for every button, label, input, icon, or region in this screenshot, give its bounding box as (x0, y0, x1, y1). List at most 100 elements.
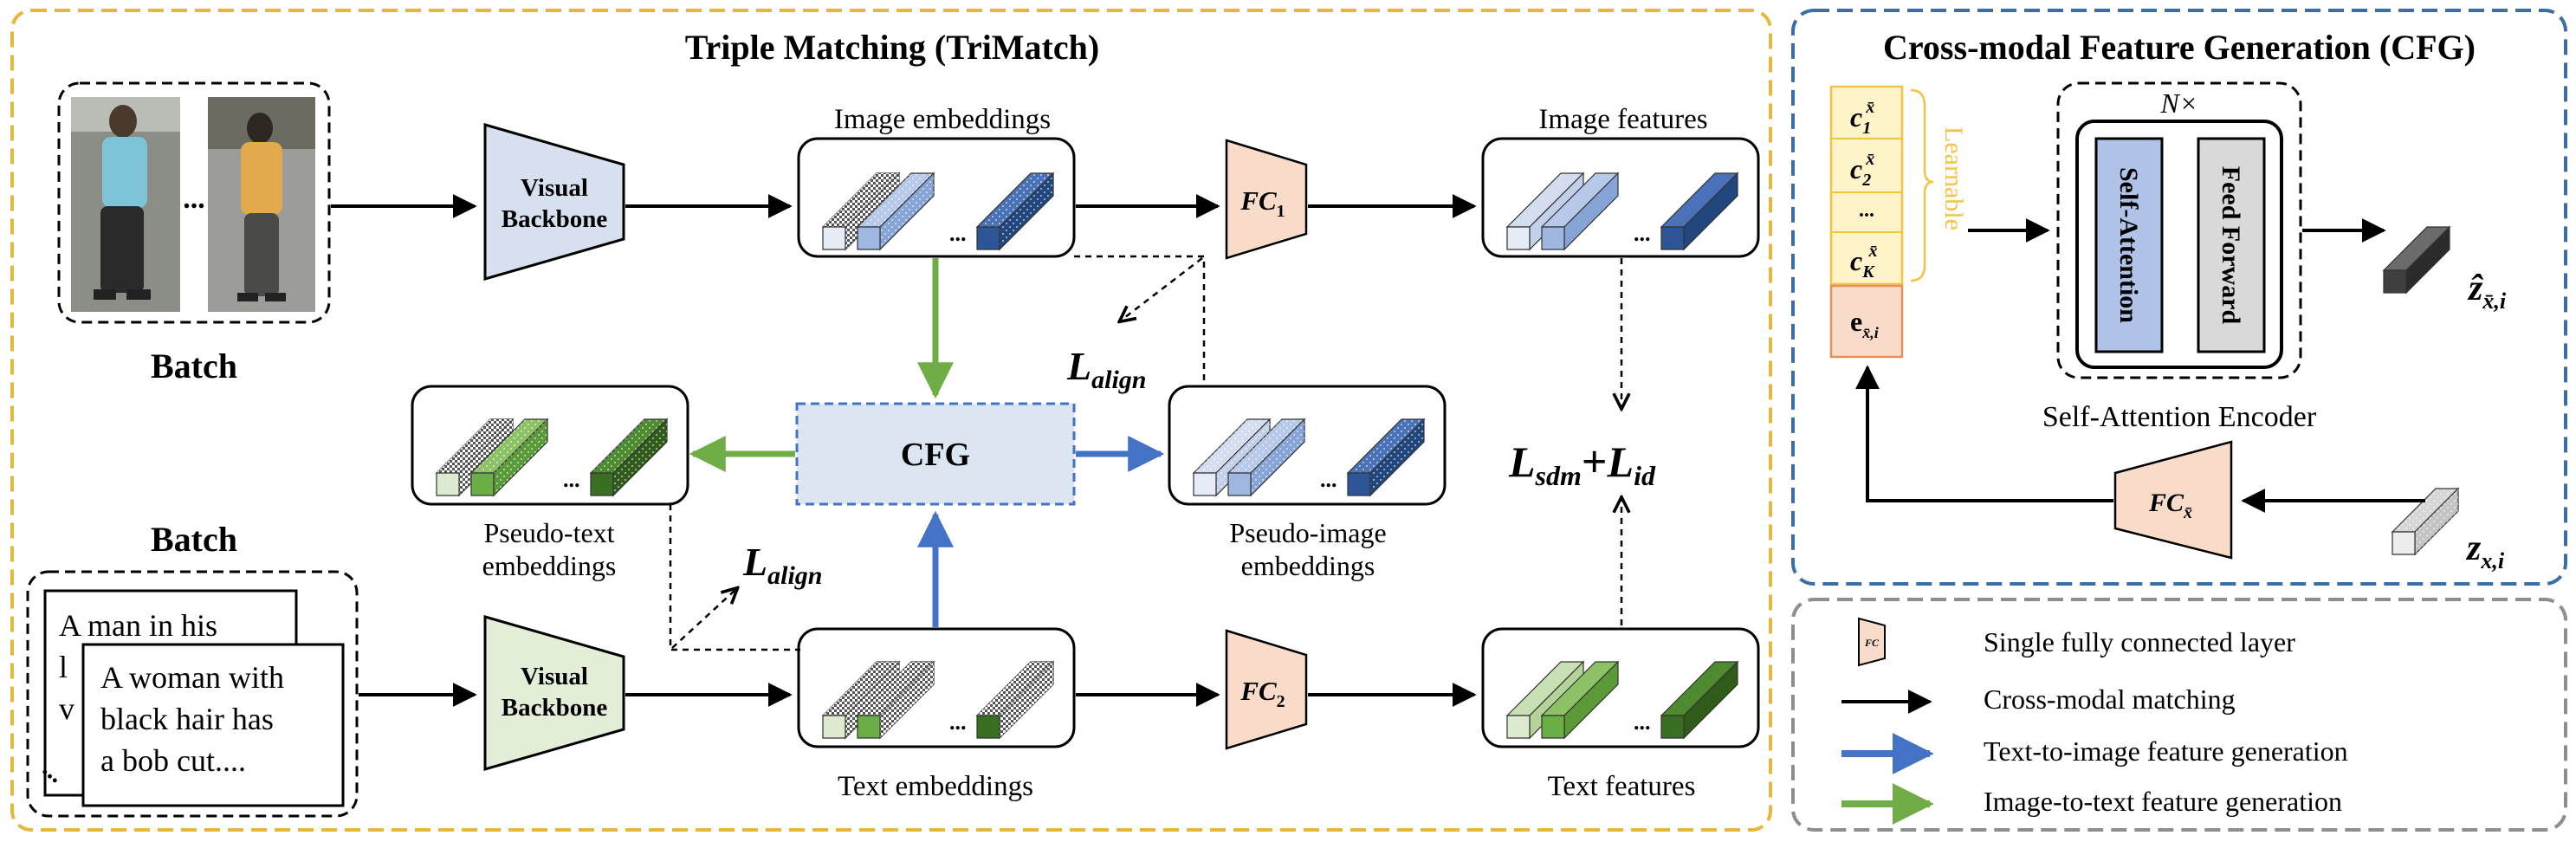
dashed-align-bottom (669, 504, 800, 651)
input-feature-cube (2391, 487, 2460, 556)
fc1-label: FC1 (1239, 185, 1285, 221)
batch-bottom-label: Batch (151, 520, 237, 559)
cubesImgEmb-dots: ... (949, 221, 967, 246)
batch-top-label: Batch (151, 347, 237, 385)
visual-backbone-top-line2: Backbone (502, 205, 608, 233)
image-batch-dots: ... (183, 183, 205, 215)
legend-fc-icon-label: FC (1864, 637, 1880, 649)
dashed-align-bottom-arrow (671, 589, 736, 649)
cubesImgEmb-bar-3 (975, 172, 1055, 251)
text-embedding-cubes: ... (821, 660, 1055, 740)
text-feature-cubes: ... (1505, 660, 1739, 740)
token-ck: cKx̄ (1850, 242, 1878, 282)
output-cube-bar (2382, 225, 2451, 295)
cubesPseudoText-bar-2 (469, 418, 549, 497)
pseudo-image-cubes: ... (1192, 418, 1426, 497)
person-photo-1 (71, 97, 180, 312)
cubesTextFeat-bar-2 (1540, 660, 1620, 740)
token-e (1829, 284, 1904, 359)
pseudo-image-box (1168, 385, 1447, 506)
cubesPseudoText-bar-3 (589, 418, 669, 497)
fc-xbar-layer (2113, 440, 2233, 560)
legend-frame (1791, 598, 2567, 832)
self-attention-block (2094, 137, 2164, 353)
cubesTextEmb-bar-3 (975, 660, 1055, 740)
cubesPseudoImg-bar-3 (1346, 418, 1426, 497)
learnable-brace (1910, 88, 1934, 282)
image-feature-cubes: ... (1505, 172, 1739, 251)
visual-backbone-bottom (483, 615, 625, 771)
input-cube-bar (2391, 487, 2460, 556)
image-embeddings-box (797, 137, 1076, 258)
text-embeddings-box (797, 627, 1076, 748)
token-c2: c2x̄ (1850, 150, 1874, 190)
self-attention-label: Self-Attention (2114, 167, 2143, 323)
text-card-front (81, 643, 345, 807)
cubesImgFeat-bar-2 (1540, 172, 1620, 251)
encoder-label: Self-Attention Encoder (2042, 401, 2317, 433)
cubesTextFeat-dots: ... (1634, 709, 1651, 735)
pseudo-text-label-2: embeddings (482, 550, 617, 581)
cfg-panel-title: Cross-modal Feature Generation (CFG) (1883, 28, 2476, 67)
legend-item-fc: Single fully connected layer (1984, 626, 2295, 657)
pseudo-image-label-2: embeddings (1241, 550, 1375, 581)
cfg-box-label: CFG (901, 437, 970, 473)
feed-forward-block (2197, 137, 2266, 353)
text-card-front-line-3: a bob cut.... (100, 743, 246, 778)
fc2-label: FC2 (1239, 676, 1285, 711)
trimatch-title: Triple Matching (TriMatch) (685, 28, 1099, 67)
text-features-box (1481, 627, 1760, 748)
feed-forward-label: Feed Forward (2217, 166, 2245, 325)
legend-item-matching: Cross-modal matching (1984, 683, 2236, 715)
text-card-back-frag-1: l (59, 650, 68, 684)
input-label: zx,i (2465, 528, 2505, 573)
text-card-front-line-2: black hair has (100, 702, 274, 736)
token-c1: c1x̄ (1850, 98, 1874, 138)
image-embedding-cubes: ... (821, 172, 1055, 251)
visual-backbone-bottom-line2: Backbone (502, 694, 608, 722)
fc1-layer (1225, 139, 1308, 260)
encoder-outer-box (2056, 81, 2302, 379)
output-feature-cube (2382, 225, 2451, 295)
cubesPseudoText-dots: ... (563, 467, 580, 492)
cubesPseudoImg-bar-2 (1227, 418, 1306, 497)
text-features-label: Text features (1548, 771, 1696, 802)
visual-backbone-top (483, 123, 625, 281)
cubesPseudoImg-dots: ... (1320, 467, 1337, 492)
output-label: ẑx̄,i (2467, 269, 2507, 314)
encoder-nx-label: N× (2160, 87, 2198, 119)
pseudo-text-label-1: Pseudo-text (483, 517, 614, 548)
dashed-align-top (1074, 255, 1206, 386)
cubesImgEmb-bar-2 (856, 172, 935, 251)
legend-item-text-to-image: Text-to-image feature generation (1984, 735, 2348, 767)
image-features-label: Image features (1538, 104, 1707, 135)
fc-xbar-label: FCx̄ (2148, 489, 2192, 522)
pseudo-text-box (411, 385, 689, 506)
fc2-layer (1225, 629, 1308, 750)
text-card-front-line-1: A woman with (100, 660, 284, 695)
cfg-box (795, 402, 1076, 506)
cubesTextEmb-bar-2 (856, 660, 935, 740)
cubesTextFeat-bar-3 (1660, 660, 1739, 740)
image-embeddings-label: Image embeddings (834, 104, 1051, 135)
learnable-token-stack (1829, 85, 1904, 286)
visual-backbone-bottom-line1: Visual (521, 663, 588, 690)
text-batch-box (26, 570, 359, 818)
cfg-panel-frame (1791, 9, 2567, 586)
trimatch-frame (10, 9, 1772, 832)
loss-align-top: Lalign (1066, 344, 1146, 394)
text-embeddings-label: Text embeddings (838, 771, 1033, 802)
cubesImgFeat-dots: ... (1634, 221, 1651, 246)
legend-item-image-to-text: Image-to-text feature generation (1984, 786, 2342, 817)
person-photo-2 (208, 97, 315, 312)
loss-align-bottom: Lalign (742, 540, 822, 590)
loss-sdm-id: Lsdm+Lid (1508, 437, 1656, 491)
cubesImgFeat-bar-3 (1660, 172, 1739, 251)
cubesTextEmb-dots: ... (949, 709, 967, 735)
legend-fc-icon (1858, 617, 1886, 667)
token-e-label: ex̄,i (1850, 306, 1879, 341)
dashed-align-top-arrow (1121, 257, 1203, 321)
visual-backbone-top-line1: Visual (521, 174, 588, 202)
arrow-fc-to-token-e (1855, 365, 2113, 502)
